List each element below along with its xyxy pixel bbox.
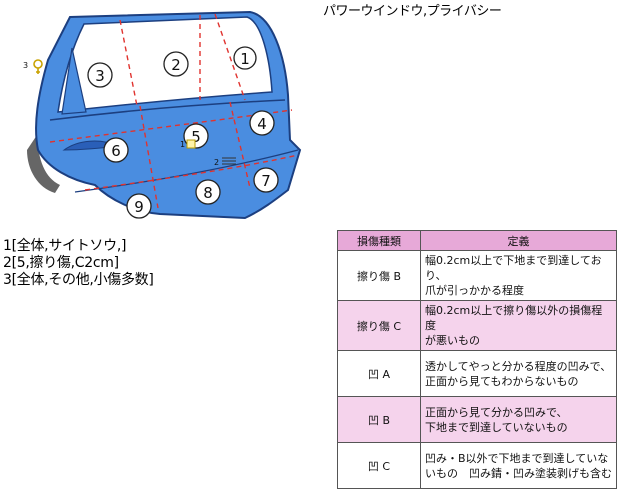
door-window-pillar xyxy=(61,47,87,115)
zone-1: 1 xyxy=(240,50,250,68)
definition-cell: 幅0.2cm以上で擦り傷以外の損傷程度 が悪いもの xyxy=(420,300,617,351)
definition-line: 爪が引っかかる程度 xyxy=(425,284,524,297)
definition-cell: 正面から見て分かる凹みで、 下地まで到達していないもの xyxy=(420,396,617,443)
zone-7: 7 xyxy=(261,172,271,190)
damage-type-cell: 凹 B xyxy=(337,396,421,443)
zone-6: 6 xyxy=(111,142,121,160)
damage-notes: 1[全体,サイトソウ,] 2[5,擦り傷,C2cm] 3[全体,その他,小傷多数… xyxy=(3,238,154,289)
note-line: 1[全体,サイトソウ,] xyxy=(3,238,127,254)
page-title: パワーウインドウ,プライバシー xyxy=(323,4,502,19)
table-row: 凹 A 透かしてやっと分かる程度の凹みで、 正面から見てもわからないもの xyxy=(337,350,617,397)
definition-line: 凹み・B以外で下地まで到達していな xyxy=(425,451,609,465)
definition-line: 下地まで到達していないもの xyxy=(425,420,568,434)
definition-line: 正面から見てもわからないもの xyxy=(425,374,579,388)
marker-other-icon xyxy=(33,59,43,74)
note-line: 3[全体,その他,小傷多数] xyxy=(3,272,154,288)
damage-type-cell: 凹 A xyxy=(337,350,421,397)
zone-8: 8 xyxy=(203,184,213,202)
note-line: 2[5,擦り傷,C2cm] xyxy=(3,255,119,271)
zone-5: 5 xyxy=(191,128,201,146)
zone-2: 2 xyxy=(171,56,181,74)
definition-cell: 凹み・B以外で下地まで到達していな いもの 凹み錆・凹み塗装剥げも含む xyxy=(420,442,617,489)
table-row: 擦り傷 B 幅0.2cm以上で下地まで到達しており、 爪が引っかかる程度 xyxy=(337,250,617,301)
marker-scratch-icon xyxy=(186,139,196,149)
definition-cell: 幅0.2cm以上で下地まで到達しており、 爪が引っかかる程度 xyxy=(420,250,617,301)
damage-definition-table: 損傷種類 定義 擦り傷 B 幅0.2cm以上で下地まで到達しており、 爪が引っか… xyxy=(337,230,617,489)
marker-2-number: 2 xyxy=(214,158,219,167)
definition-line: が悪いもの xyxy=(425,334,480,347)
damage-type-cell: 凹 C xyxy=(337,442,421,489)
definition-cell: 透かしてやっと分かる程度の凹みで、 正面から見てもわからないもの xyxy=(420,350,617,397)
marker-3-number: 3 xyxy=(23,61,28,70)
door-diagram: 1 2 3 4 5 6 7 8 9 3 1 2 xyxy=(23,10,302,220)
table-row: 擦り傷 C 幅0.2cm以上で擦り傷以外の損傷程度 が悪いもの xyxy=(337,300,617,351)
door-edge-shadow xyxy=(27,135,60,193)
definition-line: 正面から見て分かる凹みで、 xyxy=(425,405,568,419)
table-row: 凹 B 正面から見て分かる凹みで、 下地まで到達していないもの xyxy=(337,396,617,443)
definition-line: 幅0.2cm以上で下地まで到達しており、 xyxy=(425,254,602,282)
damage-type-cell: 擦り傷 B xyxy=(337,250,421,301)
marker-1-number: 1 xyxy=(180,140,185,149)
table-row: 凹 C 凹み・B以外で下地まで到達していな いもの 凹み錆・凹み塗装剥げも含む xyxy=(337,442,617,489)
zone-9: 9 xyxy=(134,198,144,216)
definition-line: 幅0.2cm以上で擦り傷以外の損傷程度 xyxy=(425,304,603,332)
definition-line: 透かしてやっと分かる程度の凹みで、 xyxy=(425,359,612,373)
table-header-row: 損傷種類 定義 xyxy=(337,230,617,251)
header-damage-type: 損傷種類 xyxy=(337,230,421,251)
damage-type-cell: 擦り傷 C xyxy=(337,300,421,351)
zone-3: 3 xyxy=(95,67,105,85)
zone-4: 4 xyxy=(257,115,267,133)
definition-line: いもの 凹み錆・凹み塗装剥げも含む xyxy=(425,466,612,480)
door-belt-line xyxy=(49,99,286,121)
header-definition: 定義 xyxy=(420,230,617,251)
zone-labels: 1 2 3 4 5 6 7 8 9 xyxy=(87,46,279,219)
marker-lines-icon xyxy=(222,157,236,165)
